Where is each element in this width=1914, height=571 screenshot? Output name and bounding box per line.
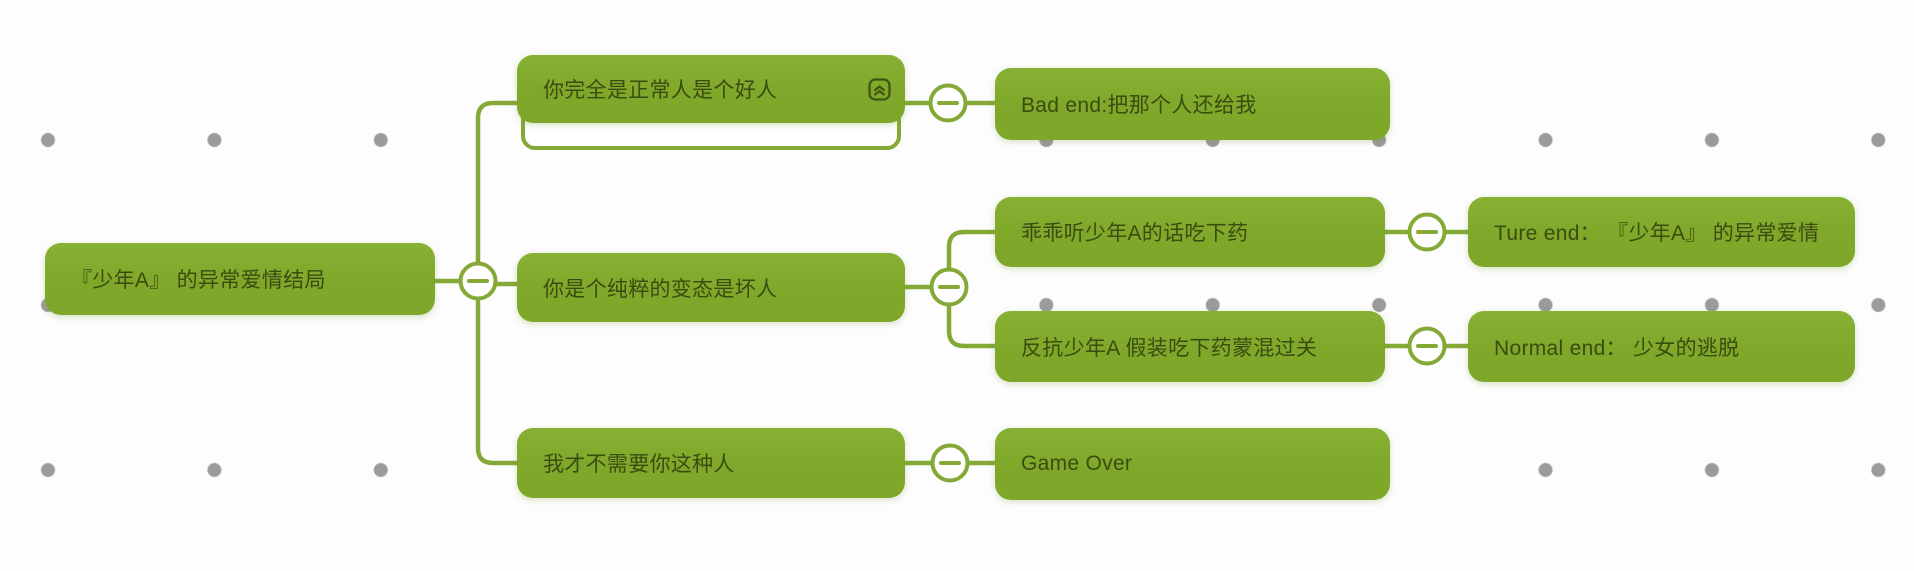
node-resist-fake-medicine[interactable]: 反抗少年A 假装吃下药蒙混过关 (995, 311, 1385, 382)
node-normal-end[interactable]: Normal end： 少女的逃脱 (1468, 311, 1855, 382)
node-branch-reject[interactable]: 我才不需要你这种人 (517, 428, 905, 498)
node-label: 『少年A』 的异常爱情结局 (71, 269, 326, 292)
node-bad-end[interactable]: Bad end:把那个人还给我 (995, 68, 1390, 140)
collapse-toggle-branch1[interactable] (928, 83, 968, 123)
connector-line (946, 302, 998, 349)
node-label: 乖乖听少年A的话吃下药 (1021, 222, 1249, 245)
connector-line (475, 100, 520, 266)
node-label: 我才不需要你这种人 (543, 453, 735, 476)
node-obey-take-medicine[interactable]: 乖乖听少年A的话吃下药 (995, 197, 1385, 267)
connector-line (946, 229, 998, 272)
collapse-toggle-branch3[interactable] (930, 443, 970, 483)
node-branch-normal-person[interactable]: 你完全是正常人是个好人 (517, 55, 905, 123)
node-game-over[interactable]: Game Over (995, 428, 1390, 500)
connector-line (475, 296, 520, 466)
node-label: Bad end:把那个人还给我 (1021, 94, 1257, 117)
node-ture-end[interactable]: Ture end： 『少年A』 的异常爱情 (1468, 197, 1855, 267)
node-root[interactable]: 『少年A』 的异常爱情结局 (45, 243, 435, 315)
node-label: 你是个纯粹的变态是坏人 (543, 277, 778, 301)
collapse-toggle-obey[interactable] (1407, 212, 1447, 252)
node-branch-pervert[interactable]: 你是个纯粹的变态是坏人 (517, 253, 905, 322)
collapse-toggle-resist[interactable] (1407, 326, 1447, 366)
node-label: Game Over (1021, 452, 1133, 475)
collapse-toggle-root[interactable] (458, 261, 498, 301)
node-label: 你完全是正常人是个好人 (543, 79, 778, 102)
node-label: Ture end： 『少年A』 的异常爱情 (1494, 222, 1820, 245)
collapse-toggle-branch2[interactable] (929, 267, 969, 307)
node-label: Normal end： 少女的逃脱 (1494, 336, 1740, 360)
double-chevron-up-icon[interactable] (867, 77, 891, 101)
node-label: 反抗少年A 假装吃下药蒙混过关 (1021, 336, 1318, 360)
